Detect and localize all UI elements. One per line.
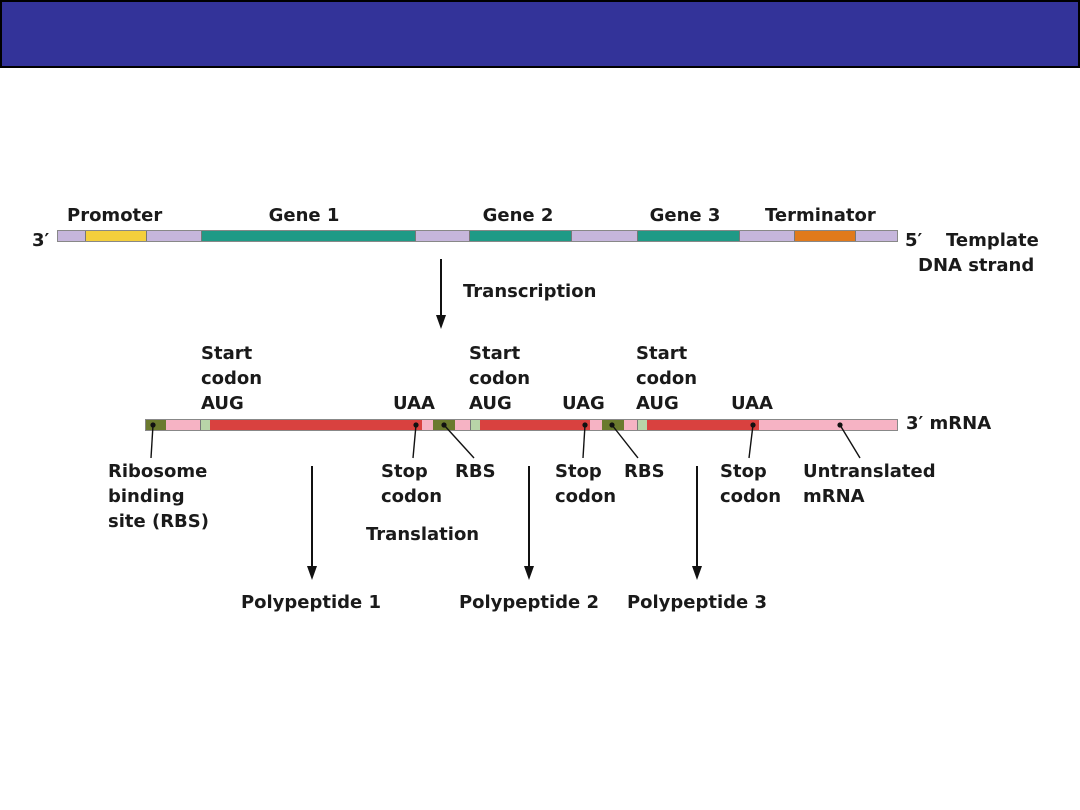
start-codon-2-line3: AUG [469, 393, 512, 414]
untranslated-line1: Untranslated [803, 461, 936, 482]
coding-1-segment [210, 420, 422, 430]
terminator-segment [794, 231, 856, 241]
start-codon-3-line3: AUG [636, 393, 679, 414]
stop-codon-1-line1: Stop [381, 461, 428, 482]
mrna-3prime-label: 3′ mRNA [906, 413, 992, 434]
rbs-full-line2: binding [108, 486, 185, 507]
stop-codon-2-line2: codon [555, 486, 617, 507]
untranslated-line2: mRNA [803, 486, 865, 507]
stop-codon-uaa-2: UAA [731, 393, 773, 414]
transcription-label: Transcription [463, 281, 597, 302]
polypeptide-2-label: Polypeptide 2 [458, 592, 600, 613]
template-label: Template [946, 230, 1039, 251]
dna-strand-label: DNA strand [918, 255, 1035, 276]
stop-codon-2-line1: Stop [555, 461, 602, 482]
start-codon-1-line3: AUG [201, 393, 244, 414]
start-codon-3-line1: Start [636, 343, 688, 364]
terminator-label: Terminator [765, 205, 876, 226]
promoter-segment [85, 231, 147, 241]
stop-codon-uag: UAG [562, 393, 605, 414]
rbs-3-label: RBS [624, 461, 665, 482]
promoter-label: Promoter [67, 205, 163, 226]
rbs-full-line1: Ribosome [108, 461, 208, 482]
gene1-label: Gene 1 [268, 205, 340, 226]
gene1-segment [201, 231, 416, 241]
polypeptide-1-label: Polypeptide 1 [240, 592, 382, 613]
polypeptide-3-label: Polypeptide 3 [626, 592, 768, 613]
dna-3prime-label: 3′ [32, 230, 50, 251]
stop-codon-3-line2: codon [720, 486, 782, 507]
translation-label: Translation [366, 524, 480, 545]
start-codon-1-line1: Start [201, 343, 253, 364]
template-dna-strand [57, 230, 898, 242]
rbs-full-line3: site (RBS) [108, 511, 209, 532]
rbs-2-label: RBS [455, 461, 496, 482]
gene3-segment [637, 231, 740, 241]
dna-5prime-label: 5′ [905, 230, 923, 251]
stop-codon-3-line1: Stop [720, 461, 767, 482]
coding-3-segment [647, 420, 759, 430]
stop-codon-uaa-1: UAA [393, 393, 435, 414]
gene3-label: Gene 3 [649, 205, 721, 226]
coding-2-segment [480, 420, 590, 430]
start-codon-2-line2: codon [469, 368, 531, 389]
stop-codon-1-line2: codon [381, 486, 443, 507]
rbs-1-segment [146, 420, 166, 430]
start-codon-3-line2: codon [636, 368, 698, 389]
start-codon-1-line2: codon [201, 368, 263, 389]
title-bar [0, 0, 1080, 68]
gene2-segment [469, 231, 572, 241]
gene2-label: Gene 2 [482, 205, 554, 226]
start-codon-2-line1: Start [469, 343, 521, 364]
